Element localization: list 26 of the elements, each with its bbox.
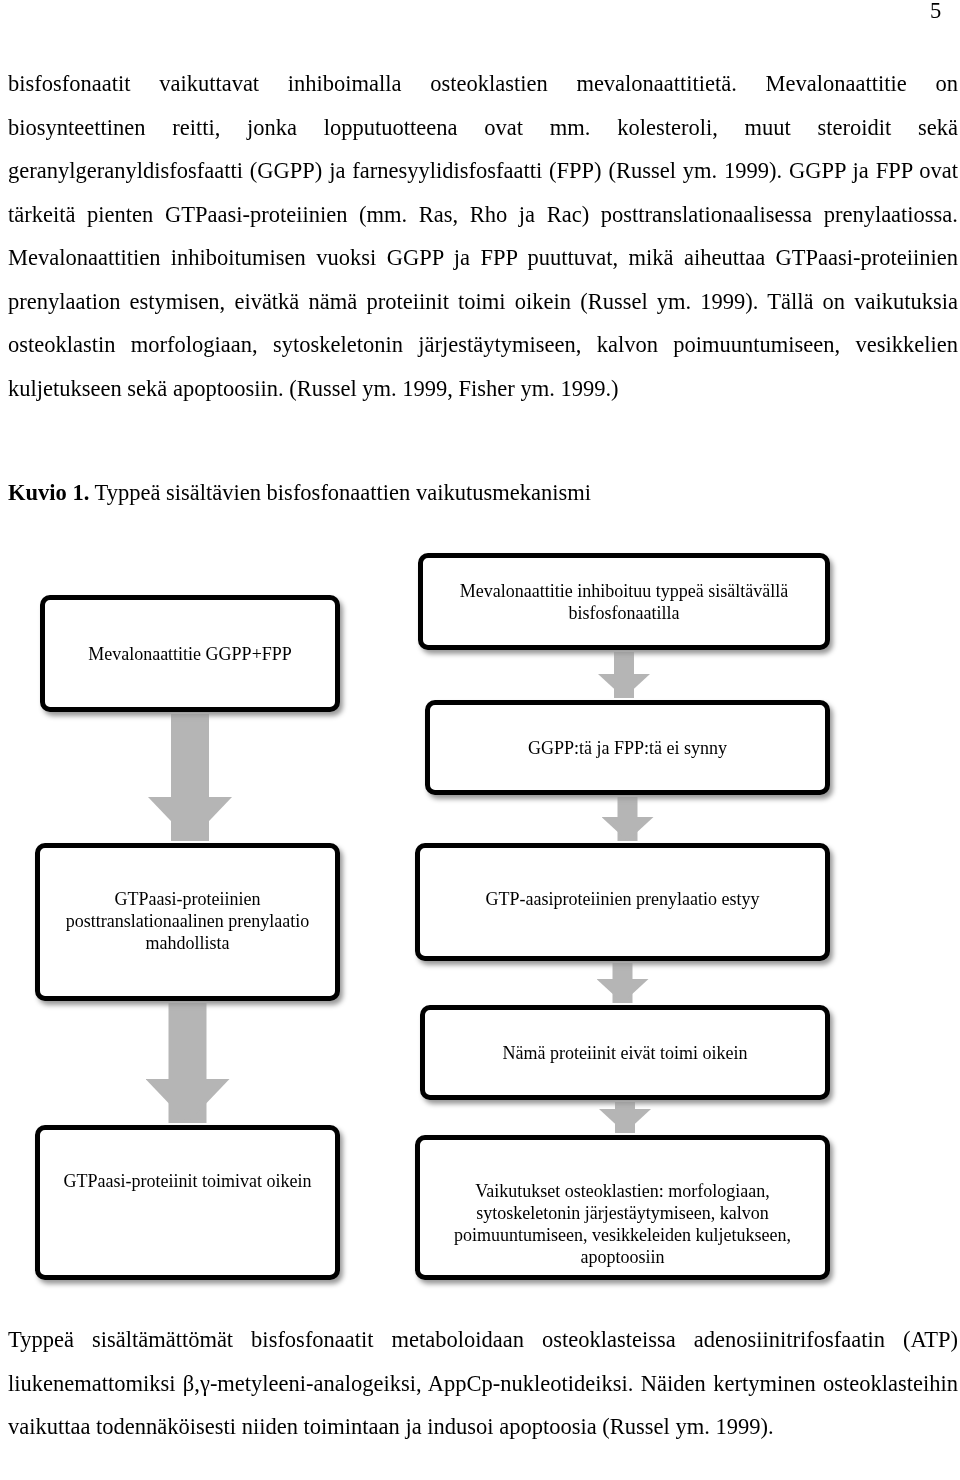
block-arrow xyxy=(601,797,654,841)
paragraph: Typpeä sisältämättömät bisfosfonaatit metaboloidaan osteoklasteissa adenosiinitrifosfaatin (ATP) liukenemattomiksi β,γ-metyleeni-analogeiksi, AppCp-nukleotideiksi. Näiden kertyminen osteoklasteihin vaikuttaa todennäköisesti niiden toimintaan ja indusoi apoptoosia (Russel ym. 1999). xyxy=(8,1326,958,1441)
process-box xyxy=(415,843,830,961)
process-box xyxy=(415,1135,830,1280)
process-box xyxy=(418,553,830,650)
box-text: GGPP:tä ja FPP:tä ei synny xyxy=(527,736,728,759)
box-text: GTPaasi-proteiinit toimivat oikein xyxy=(62,1170,313,1192)
box-text: GTPaasi-proteiinien posttranslationaalinen prenylaatio mahdollista xyxy=(64,888,311,954)
page-number: 5 xyxy=(930,0,942,24)
block-arrow xyxy=(599,1102,651,1133)
block-arrow xyxy=(145,1003,230,1123)
box-text: Vaikutukset osteoklastien: morfologiaan, sytoskeletonin järjestäytymiseen, kalvon poimuuntumiseen, vesikkeleiden kuljetukseen, apoptoosiin xyxy=(453,1180,792,1268)
block-arrow xyxy=(596,963,649,1003)
process-box xyxy=(35,1125,340,1280)
box-text: Nämä proteiinit eivät toimi oikein xyxy=(501,1041,749,1064)
process-box xyxy=(40,595,340,712)
process-box xyxy=(420,1005,830,1100)
box-text: GTP-aasiproteiinien prenylaatio estyy xyxy=(484,888,761,910)
box-text: Mevalonaattitie inhiboituu typpeä sisältävällä bisfosfonaatilla xyxy=(458,579,790,624)
block-arrow xyxy=(148,714,232,841)
block-arrow xyxy=(598,652,650,698)
process-box xyxy=(425,700,830,795)
figure-caption: Kuvio 1. Typpeä sisältävien bisfosfonaattien vaikutusmekanismi xyxy=(8,480,591,506)
process-box xyxy=(35,843,340,1001)
box-text: Mevalonaattitie GGPP+FPP xyxy=(87,642,293,665)
paragraph: bisfosfonaatit vaikuttavat inhiboimalla osteoklastien mevalonaattitietä. Mevalonaattitie on biosynteettinen reitti, jonka lopputuotteena ovat mm. kolesteroli, muut steroidit sekä geranylgeranyldisfosfaatti (GGPP) ja farnesyylidisfosfaatti (FPP) (Russel ym. 1999). GGPP ja FPP ovat tärkeitä pienten GTPaasi-proteiinien (mm. Ras, Rho ja Rac) posttranslationaalisessa prenylaatiossa. Mevalonaattitien inhiboitumisen vuoksi GGPP ja FPP puuttuvat, mikä aiheuttaa GTPaasi-proteiinien prenylaation estymisen, eivätkä nämä proteiinit toimi oikein (Russel ym. 1999). Tällä on vaikutuksia osteoklastin morfologiaan, sytoskeletonin järjestäytymiseen, kalvon poimuuntumiseen, vesikkelien kuljetukseen sekä apoptoosiin. (Russel ym. 1999, Fisher ym. 1999.) xyxy=(8,70,958,403)
